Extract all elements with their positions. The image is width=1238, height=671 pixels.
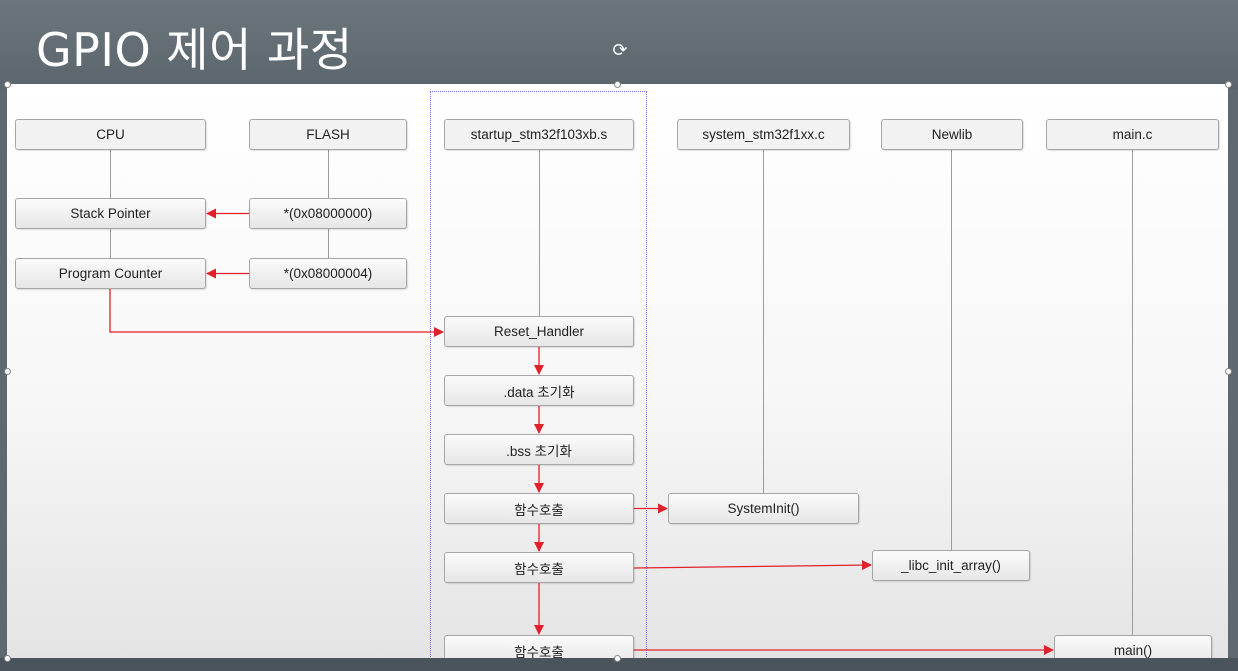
rotate-icon[interactable]: ⟳ [612,40,628,61]
resize-handle-top-left[interactable] [4,81,11,88]
resize-handle-top-right[interactable] [1225,81,1232,88]
main-header[interactable]: main.c [1046,119,1219,150]
stack-pointer-box[interactable]: Stack Pointer [15,198,206,229]
bss-init-box[interactable]: .bss 초기화 [444,434,634,465]
startup-header[interactable]: startup_stm32f103xb.s [444,119,634,150]
main-lifeline [1132,150,1133,636]
slide-title: GPIO 제어 과정 [36,23,353,77]
system-header[interactable]: system_stm32f1xx.c [677,119,850,150]
slide-header [0,0,1238,90]
resize-handle-top-center[interactable] [614,81,621,88]
startup-selection-frame [430,91,647,658]
cpu-header[interactable]: CPU [15,119,206,150]
startup-lifeline [539,150,540,316]
reset-handler-box[interactable]: Reset_Handler [444,316,634,347]
newlib-lifeline [951,150,952,550]
arrow-pc-to-reset-handler [109,289,444,337]
system-lifeline [763,150,764,493]
arrow-call-2-to-libc-init [633,560,872,571]
flash-header[interactable]: FLASH [249,119,407,150]
resize-handle-bottom-center[interactable] [614,655,621,662]
bottom-bar [0,658,1238,671]
resize-handle-middle-left[interactable] [4,368,11,375]
program-counter-box[interactable]: Program Counter [15,258,206,289]
libc-init-array-box[interactable]: _libc_init_array() [872,550,1030,581]
flash-addr-0-box[interactable]: *(0x08000000) [249,198,407,229]
diagram-canvas[interactable]: CPU FLASH startup_stm32f103xb.s system_s… [7,84,1228,658]
function-call-box-3[interactable]: 함수호출 [444,635,634,658]
function-call-box-1[interactable]: 함수호출 [444,493,634,524]
data-init-box[interactable]: .data 초기화 [444,375,634,406]
arrow-layer [109,208,1054,655]
function-call-box-2[interactable]: 함수호출 [444,552,634,583]
resize-handle-middle-right[interactable] [1225,368,1232,375]
system-init-box[interactable]: SystemInit() [668,493,859,524]
flash-addr-4-box[interactable]: *(0x08000004) [249,258,407,289]
resize-handle-bottom-left[interactable] [4,655,11,662]
main-function-box[interactable]: main() [1054,635,1212,658]
newlib-header[interactable]: Newlib [881,119,1023,150]
